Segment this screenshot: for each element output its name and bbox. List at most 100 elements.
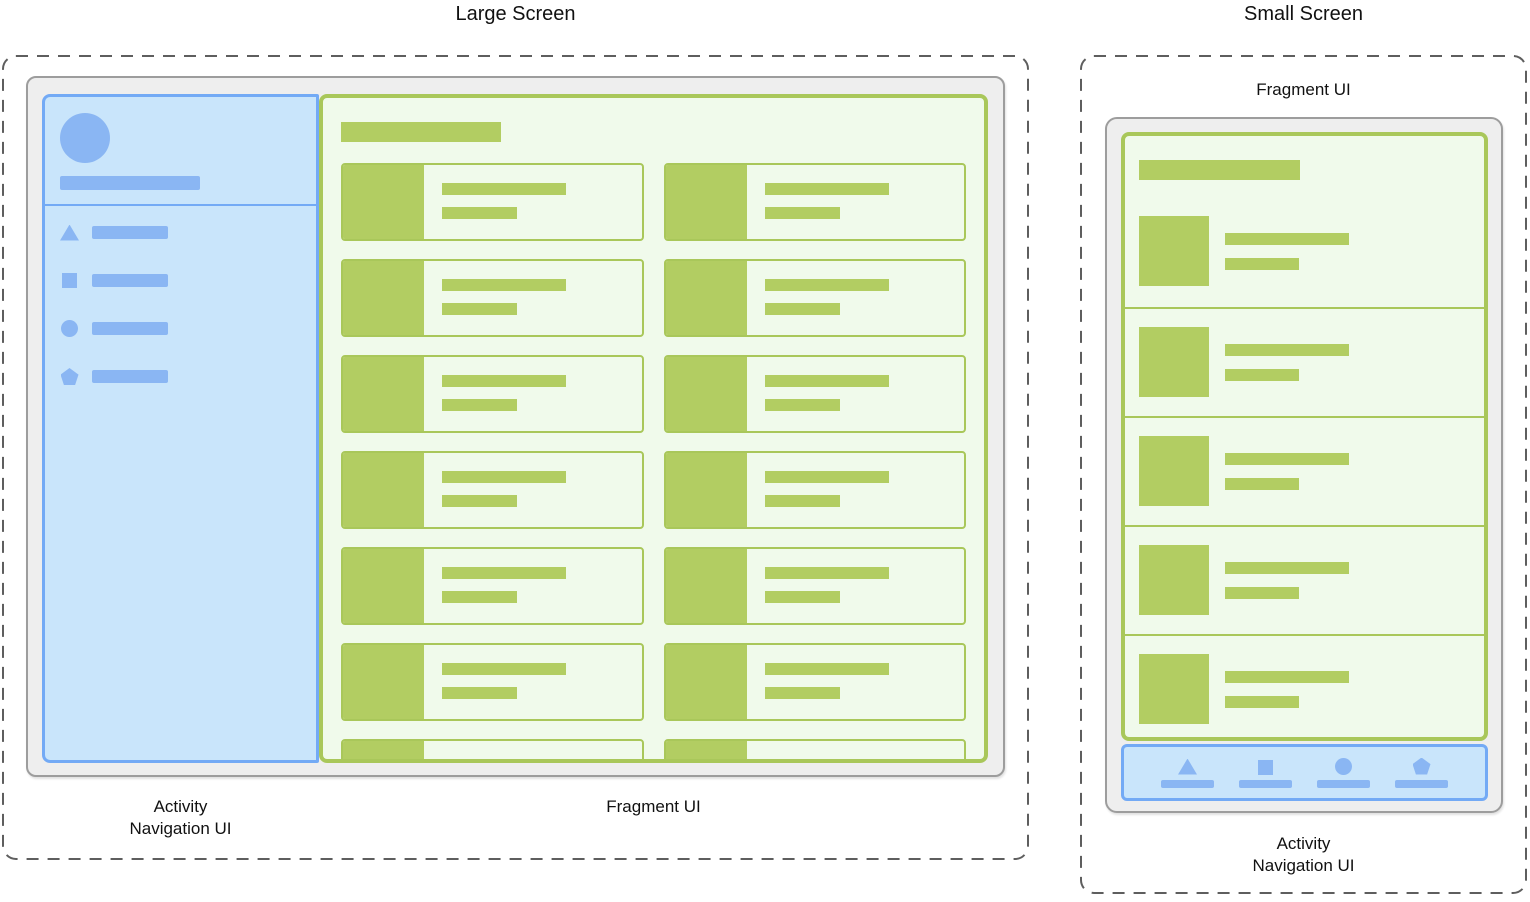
username-placeholder <box>60 176 200 190</box>
card-subtitle-placeholder <box>764 303 840 315</box>
circle-icon <box>61 320 78 337</box>
item-title-placeholder <box>1225 562 1349 574</box>
list-card <box>663 163 966 241</box>
card-thumbnail <box>665 549 747 623</box>
card-title-placeholder <box>764 183 889 195</box>
card-title-placeholder <box>442 471 566 483</box>
list-card <box>341 451 644 529</box>
card-subtitle-placeholder <box>442 591 517 603</box>
nav-label-placeholder <box>1161 779 1214 788</box>
list-card <box>341 163 644 241</box>
list-item <box>1139 436 1470 506</box>
card-title-placeholder <box>442 375 566 387</box>
caption-line: Navigation UI <box>1252 856 1355 875</box>
card-thumbnail <box>665 741 747 759</box>
item-subtitle-placeholder <box>1225 587 1299 599</box>
list-section <box>1125 307 1484 416</box>
card-subtitle-placeholder <box>442 303 517 315</box>
sidebar-nav-item <box>60 224 306 241</box>
card-title-placeholder <box>442 279 566 291</box>
list-card <box>341 355 644 433</box>
card-title-placeholder <box>442 183 566 195</box>
square-icon <box>62 273 77 288</box>
pentagon-icon <box>60 368 79 385</box>
card-thumbnail <box>665 453 747 527</box>
large-screen-boundary <box>2 55 1029 860</box>
card-title-placeholder <box>764 279 889 291</box>
bottom-nav-item <box>1161 758 1214 788</box>
card-thumbnail <box>343 645 424 719</box>
nav-label-placeholder <box>1239 779 1292 788</box>
card-title-placeholder <box>442 663 566 675</box>
card-title-placeholder <box>442 567 566 579</box>
item-title-placeholder <box>1225 344 1349 356</box>
caption-line: Activity <box>153 797 208 816</box>
caption-line: Activity <box>1276 834 1331 853</box>
card-thumbnail <box>665 645 747 719</box>
card-subtitle-placeholder <box>764 207 840 219</box>
sidebar-nav-item <box>60 368 306 385</box>
item-subtitle-placeholder <box>1225 478 1299 490</box>
fragment-ui-caption: Fragment UI <box>319 796 988 818</box>
triangle-icon <box>60 224 79 241</box>
nav-label-placeholder <box>92 226 168 239</box>
card-thumbnail <box>665 165 747 239</box>
list-section <box>1125 634 1484 737</box>
list-card <box>663 547 966 625</box>
card-subtitle-placeholder <box>442 399 517 411</box>
card-title-placeholder <box>442 759 566 763</box>
circle-icon <box>1335 757 1352 775</box>
list-card <box>663 739 966 763</box>
nav-label-placeholder <box>92 274 168 287</box>
card-thumbnail <box>665 261 747 335</box>
bottom-navigation-bar <box>1121 744 1488 801</box>
caption-line: Fragment UI <box>606 797 701 816</box>
card-title-placeholder <box>765 759 889 763</box>
list-first-section <box>1125 136 1484 307</box>
large-screen-title: Large Screen <box>455 3 576 25</box>
small-screen-boundary <box>1080 55 1527 894</box>
card-thumbnail <box>343 261 424 335</box>
card-thumbnail <box>343 357 424 431</box>
list-card <box>663 355 966 433</box>
activity-navigation-caption: Activity Navigation UI <box>42 796 319 840</box>
bottom-nav-item <box>1395 757 1448 788</box>
activity-navigation-sidebar <box>42 94 319 763</box>
item-subtitle-placeholder <box>1225 696 1299 708</box>
card-thumbnail <box>343 741 424 759</box>
card-subtitle-placeholder <box>442 495 517 507</box>
fragment-ui-caption-small: Fragment UI <box>1080 79 1527 101</box>
caption-line: Navigation UI <box>129 819 232 838</box>
item-thumbnail <box>1139 327 1209 397</box>
list-section <box>1125 416 1484 525</box>
nav-label-placeholder <box>92 370 168 383</box>
bottom-nav-item <box>1317 757 1370 788</box>
list-card <box>663 643 966 721</box>
sidebar-nav-item <box>60 272 306 289</box>
card-subtitle-placeholder <box>764 495 840 507</box>
caption-line: Fragment UI <box>1256 80 1351 99</box>
bottom-nav-item <box>1239 758 1292 788</box>
activity-navigation-caption-small: Activity Navigation UI <box>1080 833 1527 877</box>
card-title-placeholder <box>764 375 889 387</box>
card-thumbnail <box>343 549 424 623</box>
fragment-content-panel <box>319 94 988 763</box>
content-header-placeholder <box>1139 160 1300 180</box>
card-subtitle-placeholder <box>764 687 840 699</box>
list-item <box>1139 327 1470 397</box>
card-grid <box>341 163 966 763</box>
list-item <box>1139 654 1470 724</box>
list-card <box>341 739 644 763</box>
item-thumbnail <box>1139 436 1209 506</box>
small-screen-title: Small Screen <box>1244 3 1363 25</box>
pentagon-icon <box>1412 757 1431 775</box>
card-title-placeholder <box>764 471 889 483</box>
item-thumbnail <box>1139 545 1209 615</box>
card-subtitle-placeholder <box>442 207 517 219</box>
item-thumbnail <box>1139 654 1209 724</box>
card-title-placeholder <box>764 663 889 675</box>
sidebar-nav-item <box>60 320 306 337</box>
list-card <box>663 259 966 337</box>
item-thumbnail <box>1139 216 1209 286</box>
